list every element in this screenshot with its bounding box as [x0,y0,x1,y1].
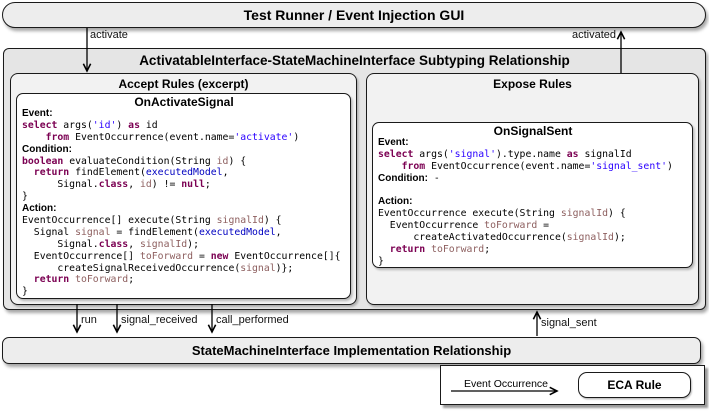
signal-received-arrow-label: signal_received [121,314,198,326]
activate-arrow-label: activate [90,29,128,41]
code-line: } [378,255,384,267]
test-runner-bar: Test Runner / Event Injection GUI [2,2,706,28]
eca-rule-box: ECA Rule [578,372,691,398]
code-line: from EventOccurrence(event.name='signal_… [401,160,673,172]
legend-box: Event Occurrence ECA Rule [440,365,705,405]
rule-name: OnSignalSent [493,124,573,138]
code-line: return findElement(executedModel, [33,167,229,179]
code-line: Event: [22,108,53,119]
subtyping-relationship-title: ActivatableInterface-StateMachineInterfa… [139,53,570,68]
rule-name: OnActivateSignal [134,95,234,109]
implementation-relationship-bar: StateMachineInterface Implementation Rel… [2,337,701,364]
expose-rules-title: Expose Rules [493,77,572,91]
legend-arrow-label: Event Occurrence [463,378,549,390]
accept-rules-title: Accept Rules (excerpt) [118,77,249,91]
code-line: } [22,286,28,298]
run-arrow-label: run [81,314,97,326]
activated-arrow-label: activated [571,29,616,41]
code-line: Signal signal = findElement(executedMode… [22,226,282,238]
code-line: EventOccurrence toForward = [378,220,550,232]
code-line: Condition: - [378,172,440,184]
code-line [378,185,688,197]
code-line: createSignalReceivedOccurrence(signal)}; [22,262,294,274]
code-line: createActivatedOccurrence(signalId); [378,232,626,244]
code-line: EventOccurrence execute(String signalId)… [378,208,626,220]
implementation-relationship-title: StateMachineInterface Implementation Rel… [191,343,512,358]
rule-code: Event:select args('id') as id from Event… [22,108,346,298]
code-line: from EventOccurrence(event.name='activat… [45,131,300,143]
code-line: EventOccurrence[] execute(String signalI… [22,215,282,227]
rule-code: Event:select args('signal').type.name as… [378,137,688,267]
code-line: boolean evaluateCondition(String id) { [22,155,247,167]
code-line: Action: [22,203,57,215]
code-line: Signal.class, id) != null; [22,179,211,191]
eca-rule-label: ECA Rule [607,378,662,392]
code-line: Signal.class, signalId); [22,238,199,250]
code-line: Event: [378,137,409,148]
on-signal-sent-rule: OnSignalSent Event:select args('signal')… [372,122,693,268]
test-runner-title: Test Runner / Event Injection GUI [243,7,465,23]
call-performed-arrow-label: call_performed [216,314,289,326]
code-line: } [22,191,28,203]
code-line: select args('id') as id [22,119,158,131]
code-line: return toForward; [389,244,491,256]
on-activate-signal-rule: OnActivateSignal Event:select args('id')… [16,93,351,299]
code-line: select args('signal').type.name as signa… [378,148,632,160]
code-line: EventOccurrence[] toForward = new EventO… [22,250,341,262]
code-line: return toForward; [33,274,135,286]
code-line: Action: [378,196,413,208]
code-line: Condition: [22,143,72,155]
signal-sent-arrow-label: signal_sent [541,317,597,329]
